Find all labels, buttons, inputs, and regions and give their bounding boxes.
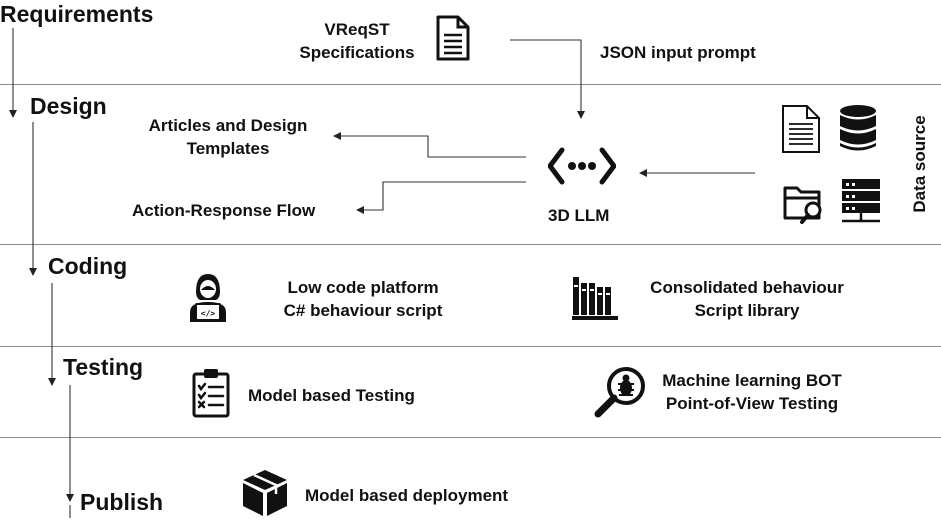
model-testing-label: Model based Testing [248,386,415,405]
band-divider-publish [0,437,941,438]
database-icon [838,104,878,159]
svg-text:</>: </> [201,309,216,318]
package-icon [240,468,290,523]
lowcode-label: Low code platform C# behaviour script [266,276,460,322]
lowcode-label-line2: C# behaviour script [283,301,443,320]
band-divider-design [0,84,941,85]
server-icon [840,178,882,229]
developer-icon: </> [186,270,230,329]
flow-arrow [356,181,526,214]
spec-label-line1: VReqST [324,20,390,39]
spec-label: VReqST Specifications [290,18,424,64]
spec-label-line2: Specifications [299,43,415,62]
document-icon [436,15,470,66]
articles-arrow [333,132,526,158]
bot-testing-label: Machine learning BOT Point-of-View Testi… [648,369,856,415]
code-connector-icon [547,146,617,191]
articles-label-line1: Articles and Design [148,116,308,135]
folder-search-icon [783,180,829,231]
bot-testing-line2: Point-of-View Testing [665,394,839,413]
json-prompt-label: JSON input prompt [600,43,756,62]
data-source-document-icon [781,104,821,159]
stage-coding: Coding [48,253,128,279]
articles-label: Articles and Design Templates [130,114,326,160]
lowcode-label-line1: Low code platform [287,278,439,297]
articles-label-line2: Templates [186,139,270,158]
books-icon [572,275,618,326]
stage-testing: Testing [63,354,144,380]
library-label-line2: Script library [694,301,800,320]
band-divider-testing [0,346,941,347]
library-label-line1: Consolidated behaviour [650,278,844,297]
deployment-label: Model based deployment [305,486,509,505]
stage-requirements: Requirements [0,1,154,27]
stage-design: Design [30,93,107,119]
prompt-arrow [510,39,585,119]
band-divider-coding [0,244,941,245]
stage-publish: Publish [80,489,164,515]
checklist-icon [192,368,230,423]
data-source-label: Data source [910,115,929,213]
bot-testing-line1: Machine learning BOT [662,371,842,390]
llm-label: 3D LLM [548,206,610,225]
flow-label: Action-Response Flow [132,201,316,220]
library-label: Consolidated behaviour Script library [632,276,862,322]
bug-search-icon [594,364,648,423]
